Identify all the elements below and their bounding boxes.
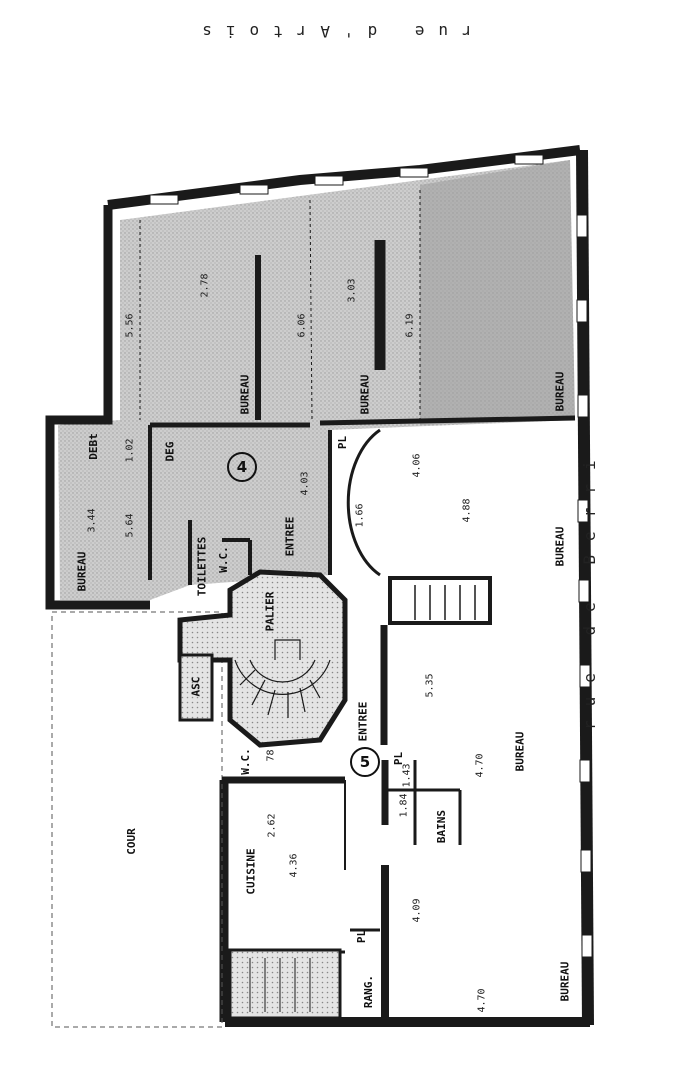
room-label-bureau: BUREAU [513, 731, 527, 772]
dimension-label: 78 [265, 749, 277, 762]
dimension-label: 4.36 [288, 853, 300, 878]
dimension-label: 3.03 [346, 278, 358, 303]
palier-area [177, 569, 348, 748]
dimension-label: 5.56 [124, 313, 136, 338]
room-label-bureau: BUREAU [558, 961, 572, 1002]
entry-semicircle [346, 428, 381, 577]
dimension-label: 4.09 [411, 898, 423, 923]
room-label-entree: ENTREE [356, 701, 370, 742]
room-label-pl: PL [355, 929, 369, 944]
dimension-label: 4.70 [474, 753, 486, 778]
room-label-palier: PALIER [263, 591, 277, 632]
room-label-wc: W.C. [238, 748, 252, 775]
room-label-bureau: BUREAU [553, 526, 567, 567]
room-label-toilettes: TOILETTES [195, 536, 209, 597]
dimension-label: 4.06 [411, 453, 423, 478]
dimension-label: 6.06 [296, 313, 308, 338]
dimension-label: 3.44 [86, 508, 98, 533]
dimension-label: 4.88 [461, 498, 473, 523]
dimension-label: 1.66 [354, 503, 366, 528]
unit-4-shaded-dark [420, 160, 575, 425]
kitchen-stair [228, 948, 342, 1020]
room-label-debs: DEBt [86, 433, 100, 460]
room-label-bureau: BUREAU [75, 551, 89, 592]
room-label-bureau: BUREAU [553, 371, 567, 412]
courtyard-outline [51, 611, 223, 1028]
room-label-wc: W.C. [216, 546, 230, 573]
dimension-label: 5.64 [124, 513, 136, 538]
room-label-bureau: BUREAU [358, 374, 372, 415]
kitchen-stair-steps [249, 958, 311, 1012]
room-label-deg: DEG [163, 441, 177, 462]
dimension-label: 1.84 [398, 793, 410, 818]
elevator-shaft [178, 653, 214, 722]
room-label-asc: ASC [189, 676, 203, 697]
interior-walls-unit-5 [222, 625, 462, 1020]
unit-5-marker: 5 [350, 747, 380, 777]
room-label-rang: RANG. [362, 974, 376, 1009]
street-label-rue-d-artois: rue d'Artois [188, 22, 472, 41]
unit-5-stair [388, 576, 492, 625]
dimension-label: 2.62 [266, 813, 278, 838]
room-label-cour: COUR [124, 828, 138, 855]
room-label-cuisine: CUISINE [244, 848, 258, 895]
dimension-label: 6.19 [404, 313, 416, 338]
dimension-label: 1.43 [401, 763, 413, 788]
street-label-rue-de-berri: rue de Berri [580, 446, 599, 730]
top-wall-windows [149, 154, 544, 205]
dimension-label: 5.35 [424, 673, 436, 698]
room-label-pl: PL [336, 435, 350, 450]
room-label-entree: ENTREE [283, 516, 297, 557]
dimension-label: 1.02 [124, 438, 136, 463]
right-wall-windows [576, 214, 593, 958]
unit-4-marker: 4 [227, 452, 257, 482]
room-label-bains: BAINS [435, 809, 449, 844]
spiral-stair [234, 639, 331, 718]
dimension-label: 4.03 [299, 471, 311, 496]
dimension-label: 2.78 [199, 273, 211, 298]
interior-walls-unit-4 [139, 190, 576, 585]
room-label-bureau: BUREAU [238, 374, 252, 415]
dimension-label: 4.70 [476, 988, 488, 1013]
